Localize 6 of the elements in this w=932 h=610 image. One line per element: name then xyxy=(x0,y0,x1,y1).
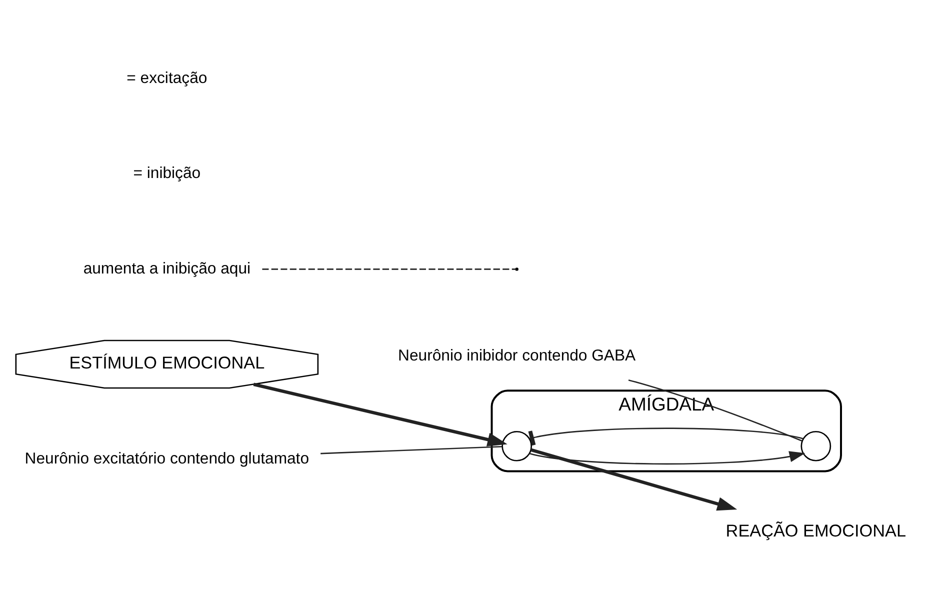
legend-label: = inibição xyxy=(133,164,201,182)
node-text: Neurônio excitatório contendo glutamato xyxy=(24,450,310,467)
legend-label: = excitação xyxy=(126,70,208,87)
node-text: aumenta a inibição aqui xyxy=(83,260,251,277)
node-text: REAÇÃO EMOCIONAL xyxy=(726,520,906,540)
node-text: Neurônio inibidor contendo GABA xyxy=(398,346,636,364)
